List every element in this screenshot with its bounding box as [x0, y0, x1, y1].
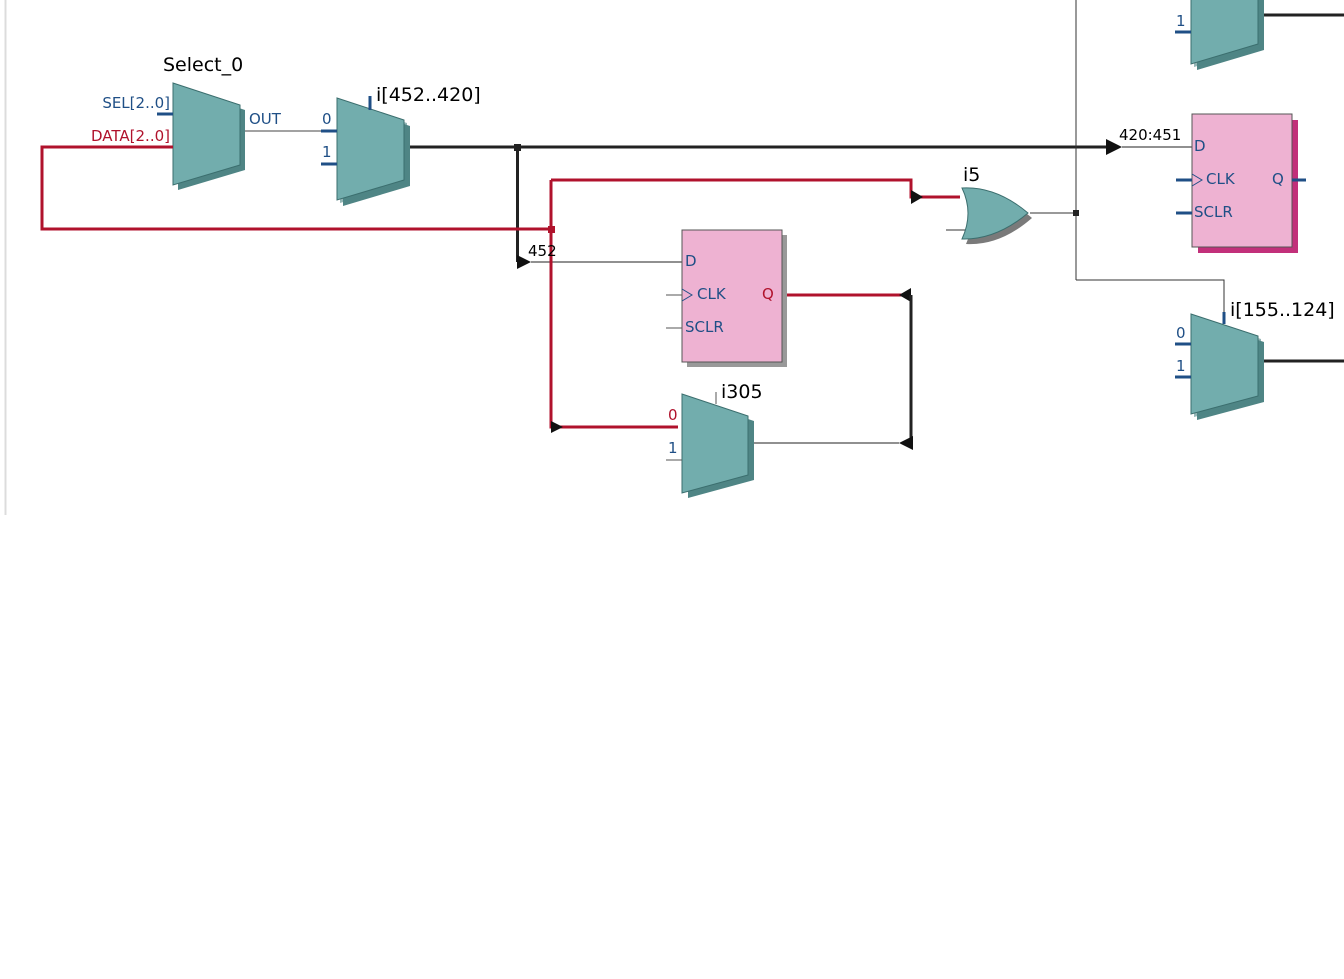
reg-mid-q-pin: Q — [762, 285, 774, 303]
mux-i305[interactable] — [666, 392, 754, 498]
main-bus-wire[interactable] — [408, 139, 1192, 155]
junction-dot — [548, 226, 555, 233]
arrow-marker — [911, 190, 923, 204]
junction-dot — [1073, 210, 1079, 216]
mux-i452-instance-label: i[452..420] — [376, 84, 481, 106]
mux-i452[interactable] — [321, 96, 410, 206]
or-gate-i5[interactable] — [961, 187, 1032, 245]
out-pin-label: OUT — [249, 110, 282, 128]
mux-i155-instance-label: i[155..124] — [1230, 299, 1335, 321]
mux-select-0[interactable] — [157, 82, 245, 190]
reg-top-clk-pin: CLK — [1206, 170, 1236, 188]
reg-mid-sclr-pin: SCLR — [685, 318, 724, 336]
mux-i452-pin1: 1 — [322, 143, 332, 161]
mux-i155[interactable] — [1175, 312, 1264, 420]
or-gate-instance-label: i5 — [963, 164, 980, 186]
mux-top-right[interactable] — [1175, 0, 1264, 70]
mux-i305-pin1: 1 — [668, 439, 678, 457]
bus-branch-wire[interactable] — [514, 144, 682, 269]
mux-i155-pin1: 1 — [1176, 357, 1186, 375]
arrow-marker — [551, 421, 563, 433]
mux-select-instance-label: Select_0 — [163, 54, 243, 76]
mux-i305-out-wire[interactable] — [748, 295, 913, 450]
reg-mid-clk-pin: CLK — [697, 285, 727, 303]
mux-i305-pin0: 0 — [668, 406, 678, 424]
arrow-marker — [899, 288, 911, 302]
mux-i155-pin0: 0 — [1176, 324, 1186, 342]
reg-top-bus-label: 420:451 — [1119, 126, 1181, 144]
sel-pin-label: SEL[2..0] — [102, 94, 170, 112]
register-top-right[interactable] — [1176, 113, 1306, 253]
register-mid[interactable] — [666, 229, 787, 367]
mux-i452-pin0: 0 — [322, 110, 332, 128]
reg-mid-bus-label: 452 — [528, 242, 557, 260]
reg-top-sclr-pin: SCLR — [1194, 203, 1233, 221]
data-pin-label: DATA[2..0] — [91, 127, 170, 145]
mux-i305-instance-label: i305 — [721, 381, 763, 403]
reg-top-q-pin: Q — [1272, 170, 1284, 188]
reg-mid-d-pin: D — [685, 252, 697, 270]
mux-top-right-pin1: 1 — [1176, 12, 1186, 30]
or-out-wire[interactable] — [1030, 0, 1225, 322]
reg-top-d-pin: D — [1194, 137, 1206, 155]
